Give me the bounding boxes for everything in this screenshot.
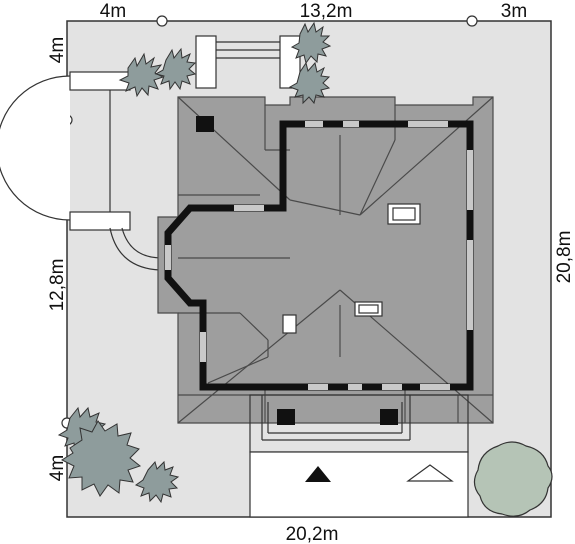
dim-left-lower: 4m [47,455,68,481]
skylights [282,203,421,334]
pergola [195,35,301,89]
dim-top-middle: 13,2m [300,1,353,22]
semicircle-terrace [0,71,163,271]
corner-posts [196,116,398,425]
entrance-area [249,394,469,518]
dim-top-left: 4m [100,1,126,22]
entrance-arrow-outline [406,464,454,482]
dim-bottom: 20,2m [286,524,339,544]
house-roof [157,96,494,424]
dim-left-upper: 4m [47,37,68,63]
entrance-arrow-filled [305,466,331,482]
dim-left-middle: 12,8m [47,259,68,312]
dim-top-right: 3m [501,1,527,22]
large-shrub [60,420,142,497]
tree-canopy [473,441,553,517]
wall-openings [165,121,473,390]
dim-right: 20,8m [554,231,575,284]
